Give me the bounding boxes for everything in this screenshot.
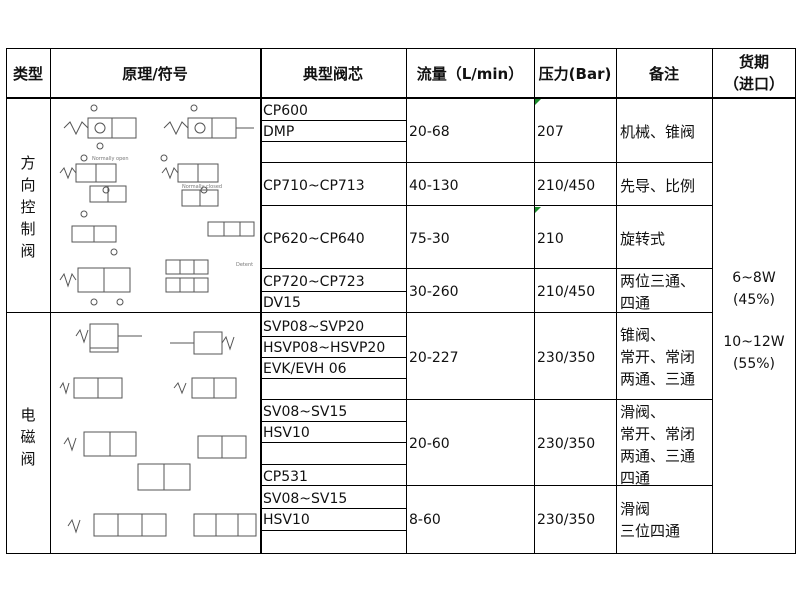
type-char: 制	[20, 220, 36, 238]
type-char: 方	[20, 154, 36, 172]
grid-line	[260, 268, 712, 269]
flow-cell: 20-60	[409, 436, 450, 452]
grid-line	[534, 48, 535, 554]
pressure-cell: 210	[537, 231, 564, 247]
grid-line	[6, 553, 796, 554]
header-cartridge: 典型阀芯	[302, 65, 363, 83]
pressure-cell: 230/350	[537, 436, 596, 452]
remark-cell: 两通、三通	[620, 370, 696, 388]
remark-cell: 旋转式	[620, 230, 666, 248]
cartridge-cell: DMP	[263, 124, 295, 140]
symbol-label-normally-open: Normally open	[92, 156, 129, 162]
grid-line	[260, 399, 712, 400]
remark-cell: 机械、锥阀	[620, 123, 696, 141]
symbol-label-detent: Detent	[236, 262, 254, 268]
valve-symbols-directional-image	[59, 104, 255, 306]
flow-cell: 8-60	[409, 512, 441, 528]
cartridge-cell: SV08~SV15	[263, 491, 348, 507]
valve-table: 类型 原理/符号 典型阀芯 流量（L/min） 压力(Bar) 备注 货期 （进…	[6, 48, 796, 554]
grid-line	[616, 48, 617, 554]
cartridge-cell: DV15	[263, 295, 301, 311]
grid-line	[406, 48, 407, 554]
header-lead-time: 货期	[738, 53, 769, 71]
grid-line	[260, 141, 406, 142]
cartridge-cell: SV08~SV15	[263, 404, 348, 420]
cartridge-cell: CP720~CP723	[263, 274, 365, 290]
type-char: 电	[20, 406, 36, 424]
header-remark: 备注	[648, 65, 679, 83]
grid-line	[260, 464, 406, 465]
lead-time-line: 10~12W	[723, 334, 785, 350]
remark-cell: 四通	[620, 294, 651, 312]
grid-line	[260, 162, 712, 163]
grid-line	[260, 291, 406, 292]
lead-time-line: (45%)	[732, 292, 776, 308]
cartridge-cell: CP600	[263, 103, 308, 119]
flow-cell: 30-260	[409, 284, 459, 300]
grid-line	[712, 48, 713, 554]
header-type: 类型	[12, 65, 43, 83]
cartridge-cell: EVK/EVH 06	[263, 361, 347, 377]
grid-line	[6, 48, 796, 49]
type-char: 控	[20, 198, 36, 216]
grid-line	[260, 485, 712, 486]
cell-marker	[535, 99, 541, 105]
pressure-cell: 230/350	[537, 512, 596, 528]
valve-symbols-solenoid-image	[59, 323, 257, 537]
pressure-cell: 210/450	[537, 178, 596, 194]
header-pressure: 压力(Bar)	[538, 65, 612, 83]
grid-line	[260, 205, 712, 206]
grid-line	[6, 97, 796, 99]
cartridge-cell: CP531	[263, 469, 308, 485]
grid-line	[795, 48, 796, 554]
flow-cell: 20-68	[409, 124, 450, 140]
header-flow: 流量（L/min）	[416, 65, 524, 83]
grid-line	[260, 442, 406, 443]
remark-cell: 三位四通	[620, 522, 681, 540]
cartridge-cell: HSVP08~HSVP20	[263, 340, 386, 356]
cartridge-cell: HSV10	[263, 512, 310, 528]
cartridge-cell: SVP08~SVP20	[263, 319, 365, 335]
flow-cell: 75-30	[409, 231, 450, 247]
remark-cell: 常开、常闭	[620, 425, 696, 443]
header-lead-time-sub: （进口）	[723, 75, 784, 93]
pressure-cell: 207	[537, 124, 564, 140]
grid-line	[6, 48, 7, 554]
cell-marker	[535, 207, 541, 213]
grid-line	[260, 120, 406, 121]
lead-time-line: (55%)	[732, 356, 776, 372]
type-char: 阀	[20, 450, 36, 468]
flow-cell: 40-130	[409, 178, 459, 194]
type-char: 向	[20, 176, 36, 194]
grid-line	[50, 48, 51, 554]
remark-cell: 两通、三通	[620, 447, 696, 465]
grid-line	[260, 530, 406, 531]
header-symbol: 原理/符号	[122, 65, 188, 83]
cartridge-cell: CP620~CP640	[263, 231, 365, 247]
grid-line	[260, 357, 406, 358]
remark-cell: 先导、比例	[620, 177, 696, 195]
cartridge-cell: CP710~CP713	[263, 178, 365, 194]
grid-line	[260, 508, 406, 509]
pressure-cell: 230/350	[537, 350, 596, 366]
remark-cell: 锥阀、	[620, 326, 666, 344]
grid-line	[260, 336, 406, 337]
flow-cell: 20-227	[409, 350, 459, 366]
type-char: 磁	[20, 428, 36, 446]
remark-cell: 常开、常闭	[620, 348, 696, 366]
type-char: 阀	[20, 242, 36, 260]
remark-cell: 四通	[620, 469, 651, 487]
grid-line	[260, 378, 406, 379]
lead-time-line: 6~8W	[732, 270, 776, 286]
remark-cell: 滑阀、	[620, 403, 666, 421]
cartridge-cell: HSV10	[263, 425, 310, 441]
remark-cell: 两位三通、	[620, 272, 696, 290]
remark-cell: 滑阀	[620, 500, 651, 518]
symbol-label-normally-closed: Normally closed	[182, 184, 223, 190]
grid-line	[6, 312, 712, 313]
grid-line	[260, 48, 262, 554]
pressure-cell: 210/450	[537, 284, 596, 300]
grid-line	[260, 421, 406, 422]
